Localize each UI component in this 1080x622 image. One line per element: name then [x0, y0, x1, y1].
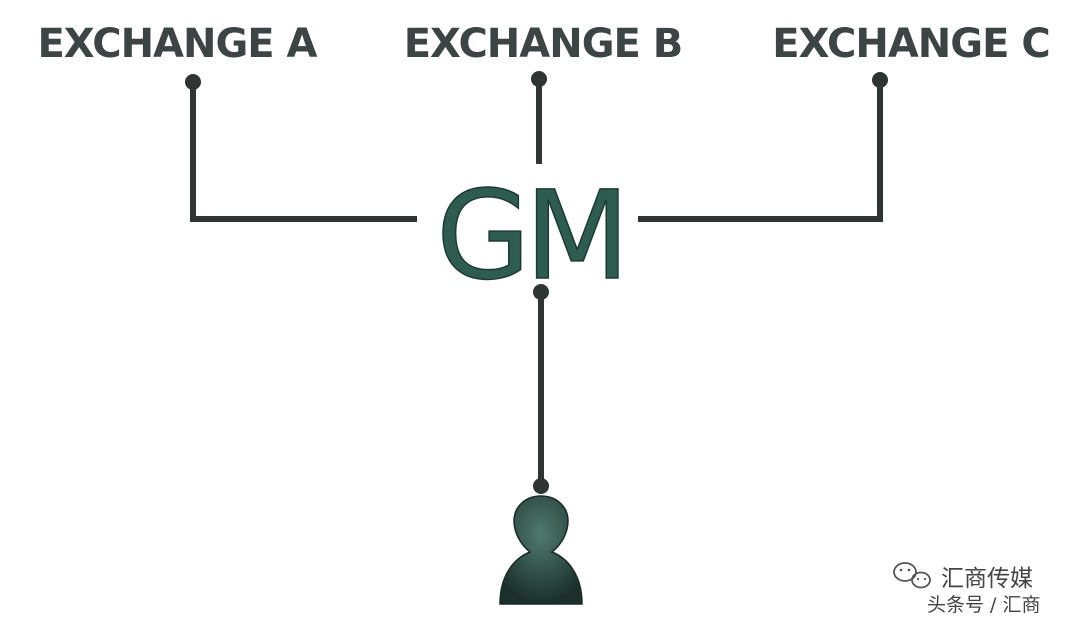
user-icon: [499, 495, 583, 605]
exchange-c-dot: [872, 72, 888, 88]
hub-label: GM: [436, 165, 624, 307]
exchange-b-dot: [531, 71, 547, 87]
watermark-title: 汇商传媒: [941, 566, 1033, 592]
exchange-a-dot: [185, 74, 201, 90]
exchange-a-label: EXCHANGE A: [37, 21, 317, 67]
watermark-subtitle: 头条号 / 汇商: [927, 594, 1040, 616]
user-top-dot: [533, 478, 549, 494]
hub-bottom-dot: [533, 284, 549, 300]
exchange-b-label: EXCHANGE B: [404, 21, 683, 67]
wechat-icon: [893, 562, 931, 589]
connector-exchange-a: [190, 82, 417, 222]
exchange-c-label: EXCHANGE C: [772, 21, 1049, 67]
watermark: 汇商传媒 头条号 / 汇商: [893, 562, 1040, 616]
connector-exchange-c: [638, 80, 883, 222]
